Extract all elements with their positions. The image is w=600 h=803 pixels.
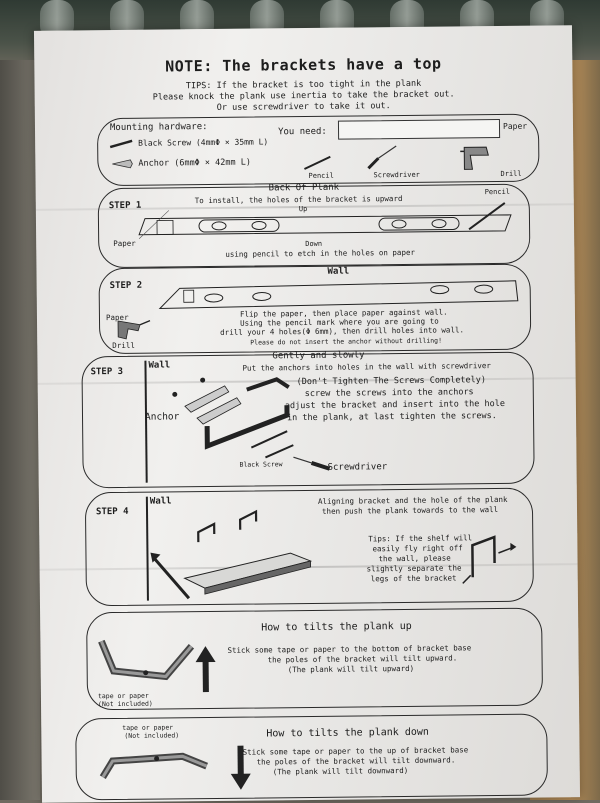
step3-line: adjust the bracket and insert into the h… <box>285 399 505 411</box>
hardware-panel: Mounting hardware: Black Screw (4mmΦ × 3… <box>97 114 540 187</box>
step4-tip: legs of the bracket <box>371 573 457 584</box>
step3-panel: STEP 3 Wall Gently and slowly Put the an… <box>81 352 534 489</box>
tilt-down-line: (The plank will tilt downward) <box>273 766 409 777</box>
anchor-label: Anchor (6mmΦ × 42mm L) <box>138 158 251 169</box>
screw-label: Black Screw (4mmΦ × 35mm L) <box>138 137 268 148</box>
pencil-icon <box>304 155 334 171</box>
step1-panel: STEP 1 Back Of Plank To install, the hol… <box>98 184 531 269</box>
step3-line: screw the screws into the anchors <box>305 387 474 399</box>
tool-paper: Paper <box>503 122 527 132</box>
instruction-sheet: NOTE: The brackets have a top TIPS: If t… <box>34 25 580 803</box>
step2-wall: Wall <box>327 267 349 277</box>
tilt-up-tape-note: (Not included) <box>98 699 153 710</box>
arrow-up-icon <box>195 646 215 692</box>
step1-pencil: Pencil <box>485 187 510 197</box>
background-left <box>0 60 40 800</box>
step1-down: Down <box>305 239 322 249</box>
step3-black-screw: Black Screw <box>239 459 282 469</box>
step3-wall: Wall <box>148 360 170 370</box>
tips: TIPS: If the bracket is too tight in the… <box>35 77 573 116</box>
step2-line: Please do not insert the anchor without … <box>250 336 442 348</box>
screw-icon <box>110 139 140 149</box>
step3-bracket-drawing <box>167 375 318 457</box>
step2-drill: Drill <box>112 341 135 351</box>
step1-paper: Paper <box>113 239 136 249</box>
step1-plank-drawing <box>129 209 519 249</box>
arrow-down-icon <box>230 746 250 792</box>
drill-icon <box>460 143 494 171</box>
step1-bottom-line: using pencil to etch in the holes on pap… <box>225 248 415 260</box>
step3-screwdriver: Screwdriver <box>328 462 388 473</box>
step2-panel: STEP 2 Wall Paper Drill Flip the paper, … <box>98 264 531 355</box>
tool-screwdriver: Screwdriver <box>373 170 419 180</box>
step4-line: then push the plank towards to the wall <box>322 505 498 517</box>
tool-pencil: Pencil <box>308 171 333 181</box>
page-title: NOTE: The brackets have a top <box>34 53 572 77</box>
tilt-down-panel: tape or paper (Not included) How to tilt… <box>75 714 548 801</box>
tilt-down-heading: How to tilts the plank down <box>266 728 429 740</box>
step4-plank-drawing <box>148 501 349 603</box>
step2-label: STEP 2 <box>110 281 143 291</box>
tilt-up-panel: How to tilts the plank up Stick some tap… <box>86 608 543 711</box>
tilt-up-heading: How to tilts the plank up <box>261 622 412 634</box>
anchor-icon <box>112 159 134 169</box>
tilt-down-bracket-drawing <box>96 736 227 797</box>
step4-panel: STEP 4 Wall Aligning bracket and the hol… <box>85 488 534 607</box>
step3-line: in the plank, at last tighten the screws… <box>287 411 497 423</box>
screwdriver-icon <box>368 146 398 170</box>
step1-label: STEP 1 <box>109 201 142 211</box>
step3-heading: Gently and slowly <box>272 350 364 361</box>
paper-icon <box>338 119 500 140</box>
you-need-label: You need: <box>278 127 327 138</box>
step3-line: (Don't Tighten The Screws Completely) <box>297 375 486 387</box>
step2-drill-icon <box>116 319 150 341</box>
tool-drill: Drill <box>500 169 521 179</box>
step4-label: STEP 4 <box>96 507 129 517</box>
step1-heading: Back Of Plank <box>269 183 340 194</box>
tilt-up-line: (The plank will tilt upward) <box>288 664 415 675</box>
step3-line1: Put the anchors into holes in the wall w… <box>242 361 490 374</box>
step3-label: STEP 3 <box>90 367 123 377</box>
step4-bracket-spread-icon <box>458 533 519 584</box>
hardware-heading: Mounting hardware: <box>110 122 208 133</box>
